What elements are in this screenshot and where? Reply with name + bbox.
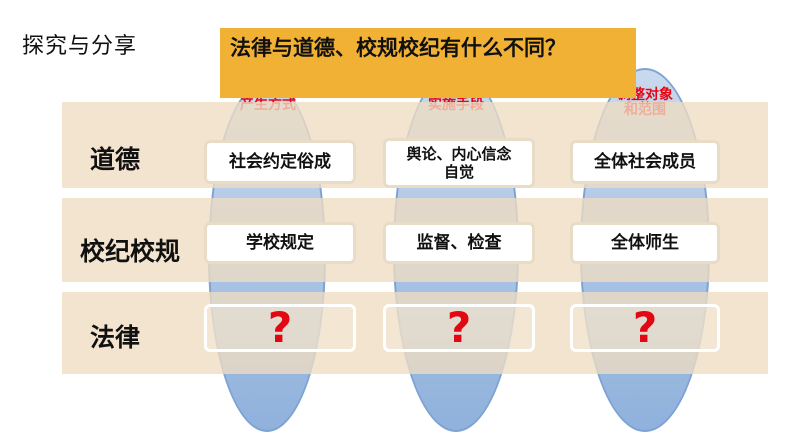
question-mark: ? <box>632 302 658 352</box>
cell-text: 社会约定俗成 <box>229 151 331 172</box>
row-label-morality: 道德 <box>89 145 140 174</box>
cell-morality-scope: 全体社会成员 <box>570 140 720 184</box>
cell-school-scope: 全体师生 <box>570 222 720 264</box>
row-label-school-rules: 校纪校规 <box>79 237 180 266</box>
cell-law-means: ? <box>383 302 535 352</box>
cell-text: 全体师生 <box>611 232 679 253</box>
row-label-law: 法律 <box>89 323 140 352</box>
cell-school-origin: 学校规定 <box>204 222 356 264</box>
cell-text: 舆论、内心信念 自觉 <box>406 145 512 181</box>
cell-law-scope: ? <box>570 302 720 352</box>
question-mark: ? <box>446 302 472 352</box>
question-mark: ? <box>267 302 293 352</box>
cell-morality-means: 舆论、内心信念 自觉 <box>383 138 535 188</box>
cell-morality-origin: 社会约定俗成 <box>204 140 356 184</box>
cell-text: 监督、检查 <box>416 232 502 253</box>
cell-text: 学校规定 <box>246 232 314 253</box>
cell-school-means: 监督、检查 <box>383 222 535 264</box>
cell-law-origin: ? <box>204 302 356 352</box>
cell-text: 全体社会成员 <box>594 151 696 172</box>
question-title: 法律与道德、校规校纪有什么不同？ <box>220 28 636 98</box>
section-heading: 探究与分享 <box>22 34 138 59</box>
